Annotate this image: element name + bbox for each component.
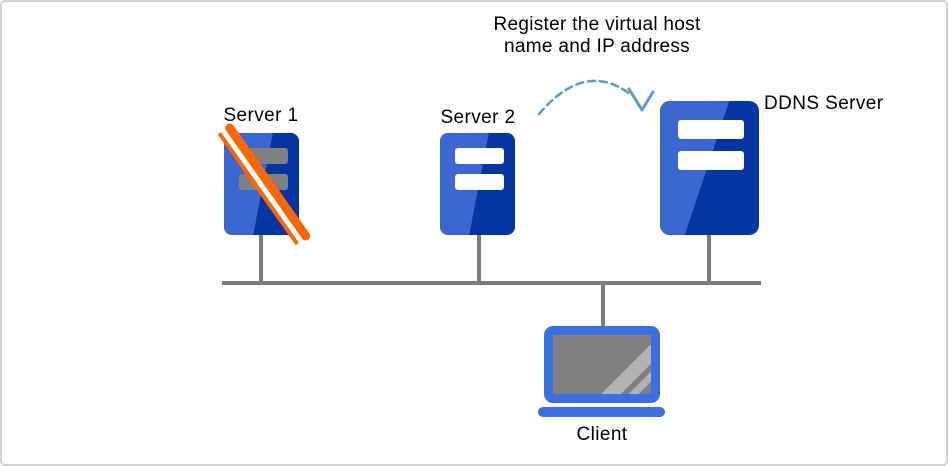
laptop-base — [538, 407, 665, 417]
connector-line-server1 — [259, 235, 263, 283]
client-label: Client — [576, 424, 628, 445]
server-slot-bar — [678, 151, 744, 170]
curved-dashed-arrow-icon — [537, 79, 655, 116]
server2-icon — [440, 133, 515, 235]
connector-line-ddns — [707, 235, 711, 283]
annotation-line-1: Register the virtual host — [493, 14, 701, 35]
server-slot-bar — [455, 174, 504, 190]
connector-line-client — [601, 283, 605, 328]
server2-label: Server 2 — [440, 107, 516, 128]
annotation-text: Register the virtual host name and IP ad… — [457, 14, 737, 58]
server1-label: Server 1 — [223, 105, 299, 126]
network-bus-line — [222, 281, 761, 285]
server-slot-bar — [678, 120, 744, 139]
server-slot-bar — [455, 148, 504, 164]
ddns-server-icon — [660, 101, 759, 235]
annotation-line-2: name and IP address — [504, 36, 690, 57]
connector-line-server2 — [477, 235, 481, 283]
offline-stripe-icon — [218, 123, 311, 245]
laptop-icon — [544, 326, 660, 403]
ddns-server-label: DDNS Server — [764, 93, 884, 114]
